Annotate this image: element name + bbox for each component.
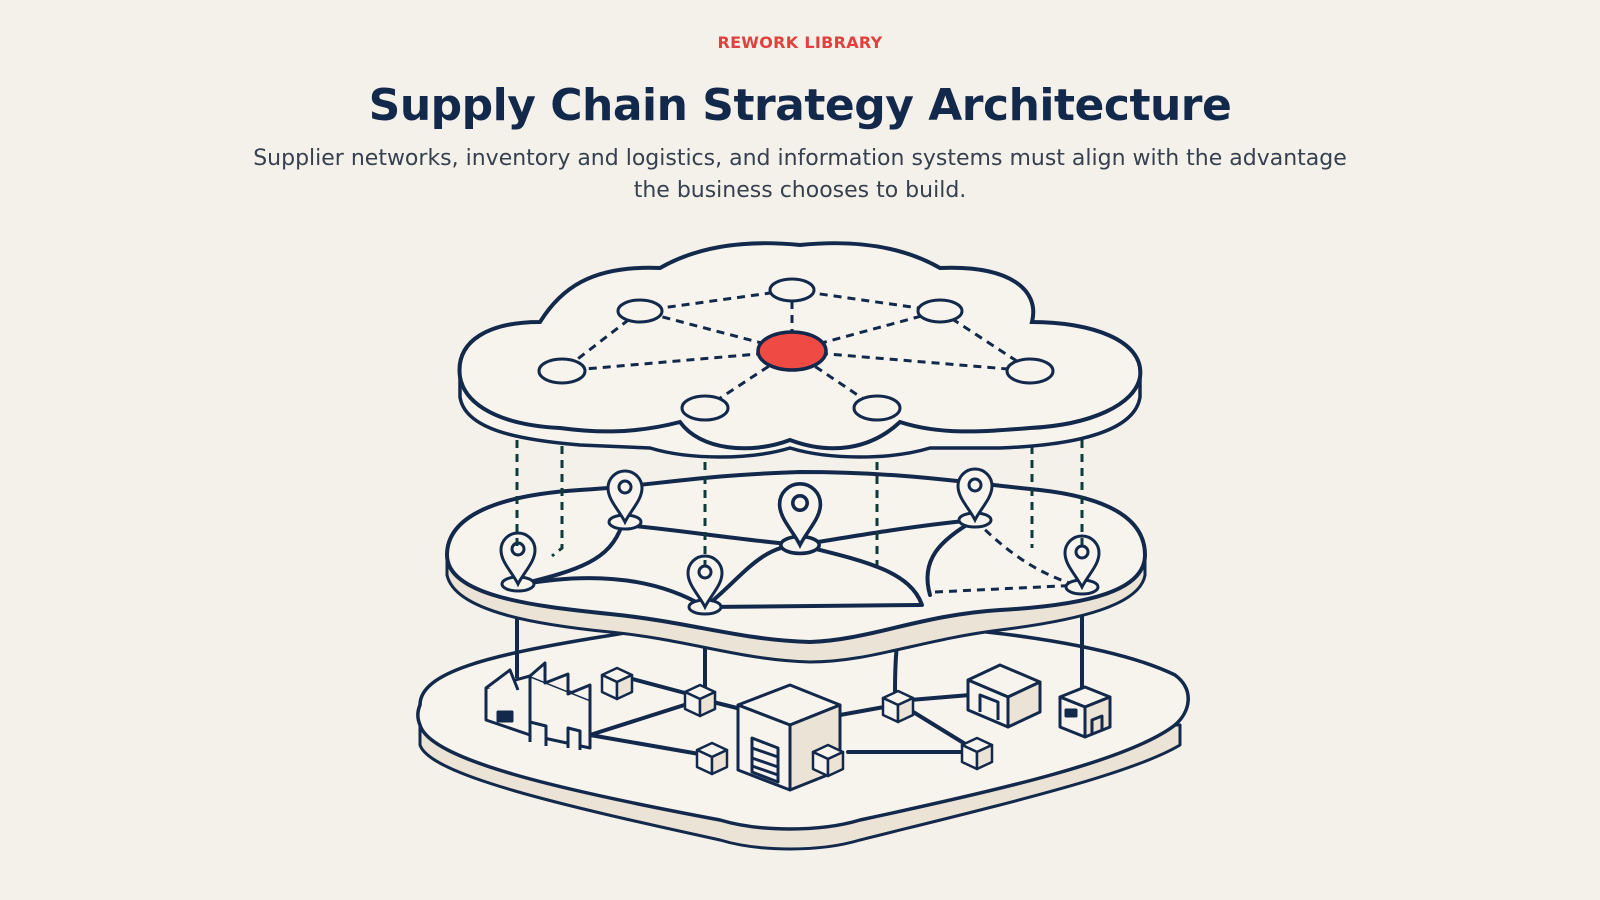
warehouse-icon <box>966 663 1042 729</box>
network-node <box>537 277 1055 422</box>
box-icon <box>683 683 717 718</box>
map-pin-icon <box>606 469 644 531</box>
box-icon <box>600 666 634 701</box>
box-icon <box>960 736 994 771</box>
logistics-routes <box>516 518 977 609</box>
box-icon <box>811 743 845 778</box>
map-pin-icon <box>956 467 994 529</box>
factory-icon <box>484 661 592 750</box>
warehouse-icon <box>1058 685 1112 739</box>
page-subtitle: Supplier networks, inventory and logisti… <box>253 146 1347 203</box>
box-icon <box>881 689 915 724</box>
page-title: Supply Chain Strategy Architecture <box>368 80 1232 131</box>
eyebrow-label: REWORK LIBRARY <box>717 33 883 52</box>
box-icon <box>695 741 729 776</box>
map-pin-icon <box>777 481 823 556</box>
network-hub <box>756 330 828 372</box>
data-links <box>515 390 1084 565</box>
